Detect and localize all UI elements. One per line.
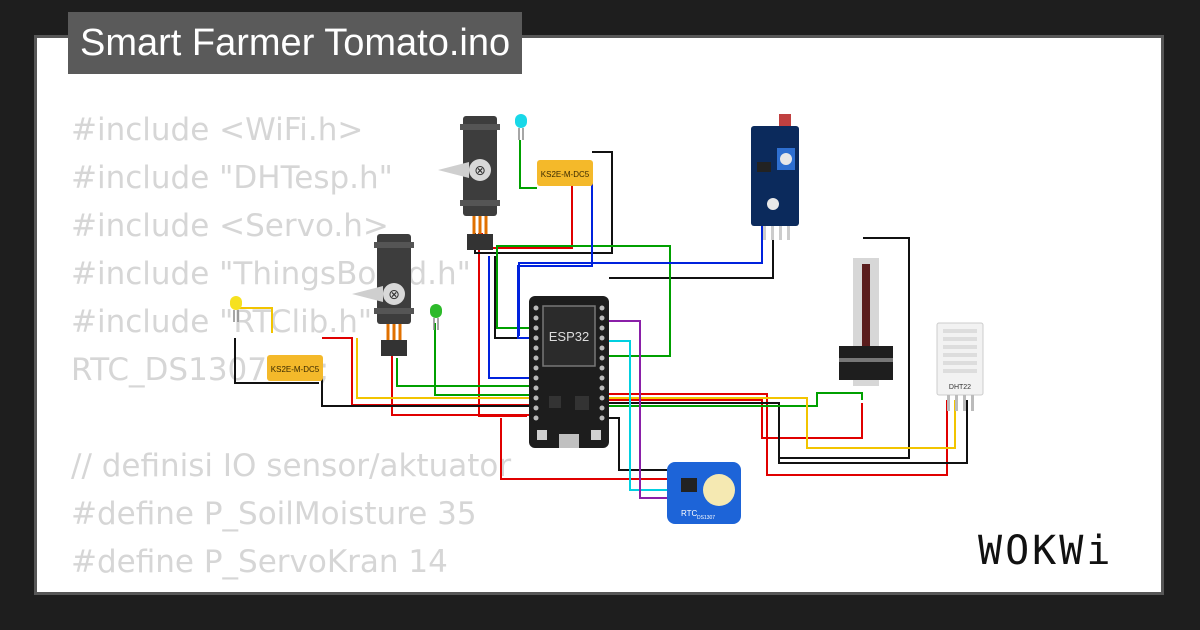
rtc-module[interactable]: RTC DS1307 [667,462,741,524]
code-line: #include <Servo.h> [71,208,389,244]
servo-screw-icon: ⊗ [474,163,486,179]
code-line: #include "RTClib.h" [71,304,373,340]
led-cyan[interactable] [515,114,527,140]
wire-black [234,338,319,384]
wire-yellow [356,338,529,399]
code-line: #include <WiFi.h> [71,112,364,148]
wire-black [778,400,968,464]
code-background: #include <WiFi.h> #include "DHTesp.h" #inc… [71,106,512,592]
wires [234,140,968,499]
led-green[interactable] [430,304,442,330]
wire-yellow [235,307,273,333]
dht22-label: DHT22 [949,384,971,391]
code-line: #define P_SoilMoisture 35 [71,496,477,532]
circuit-diagram: ESP32 ⊗ ⊗ [230,114,984,524]
wire-cyan [609,340,667,491]
wire-black [321,373,529,407]
wire-purple [609,320,667,499]
esp32-board[interactable]: ESP32 [529,296,609,448]
wire-black [609,226,774,279]
wire-black [609,237,910,459]
wire-black [494,256,529,339]
light-sensor-module[interactable] [751,114,799,240]
wire-red [609,399,863,439]
project-title: Smart Farmer Tomato.ino [68,12,523,74]
slide-potentiometer[interactable] [839,258,893,386]
relay-label: KS2E-M-DC5 [541,170,590,179]
wire-red [500,418,667,480]
code-line: // definisi IO sensor/aktuator [71,448,512,484]
wire-red [609,393,948,476]
wire-blue [488,256,529,379]
canvas-frame: #include <WiFi.h> #include "DHTesp.h" #inc… [34,35,1164,595]
wire-red [478,233,527,417]
wire-green [609,392,863,407]
servo-motor-top[interactable]: ⊗ [438,116,500,250]
wire-green [434,323,529,396]
rtc-label: RTC [681,509,698,518]
relay-module-top[interactable]: KS2E-M-DC5 [537,160,593,186]
servo-screw-icon: ⊗ [388,287,400,303]
rtc-sublabel: DS1307 [697,515,715,521]
code-line: #include "DHTesp.h" [71,160,393,196]
servo-motor-middle[interactable]: ⊗ [352,234,414,356]
wire-green [519,140,537,189]
wire-yellow [609,397,956,449]
code-line: #include "ThingsBoard.h" [71,256,471,292]
wokwi-logo: WOKWi [978,528,1114,574]
esp32-label: ESP32 [549,329,589,344]
wire-green [496,245,671,357]
led-yellow[interactable] [230,296,242,322]
dht22-sensor[interactable]: DHT22 [936,322,984,411]
relay-label: KS2E-M-DC5 [271,365,320,374]
relay-module-left[interactable]: KS2E-M-DC5 [267,355,323,381]
code-line: #define P_ServoKran 14 [71,544,448,580]
wire-green [396,358,529,387]
wire-blue [518,226,763,336]
